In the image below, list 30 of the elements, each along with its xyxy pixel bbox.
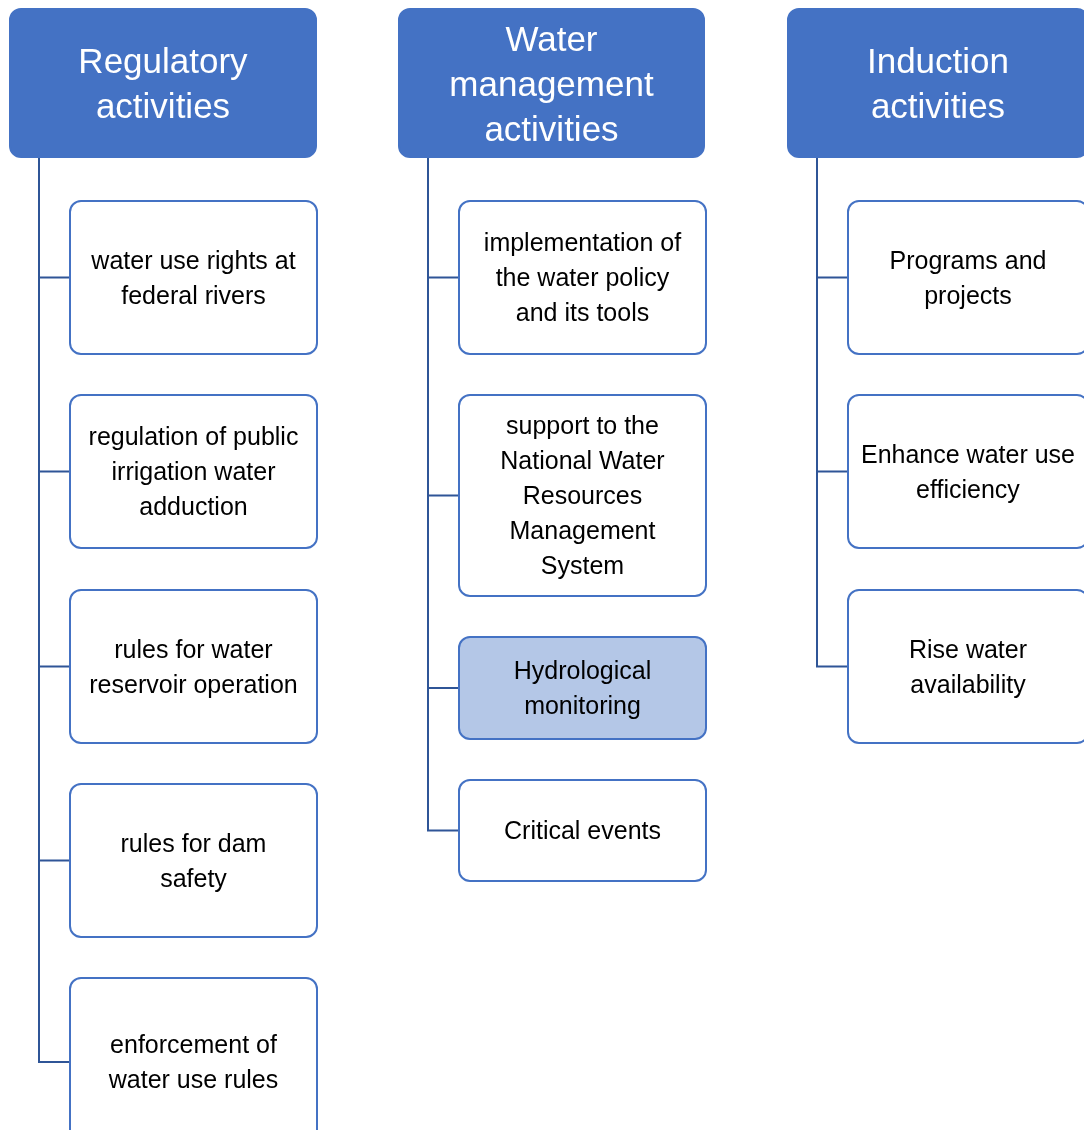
activity-box [847,200,1084,355]
box-text: Hydrological monitoring [512,655,653,721]
box-text: support to the National Water Resources Management System [499,410,666,581]
activity-box [69,783,318,938]
activity-box [69,200,318,355]
box-text: Water management activities [448,17,655,150]
box-text: enforcement of water use rules [107,1029,280,1095]
activity-box [69,977,318,1130]
category-header-box [9,8,317,158]
box-text: Rise water availability [907,633,1029,700]
activity-box [458,636,707,740]
activity-box [69,394,318,549]
activity-box [847,394,1084,549]
activity-box [458,200,707,355]
activity-box [458,779,707,882]
box-text: implementation of the water policy and its tools [482,227,683,328]
box-text: Regulatory activities [77,40,249,127]
category-header-box [787,8,1084,158]
box-text: rules for dam safety [119,827,268,894]
category-header-box [398,8,705,158]
activity-box [458,394,707,597]
box-text: water use rights at federal rivers [90,244,297,311]
activity-box [69,589,318,744]
box-text: Programs and projects [888,244,1048,311]
box-text: rules for water reservoir operation [88,633,299,700]
box-text: Critical events [503,815,662,846]
box-text: regulation of public irrigation water adduction [87,421,300,522]
box-text: Enhance water use efficiency [860,438,1076,505]
activity-box [847,589,1084,744]
box-text: Induction activities [865,40,1011,127]
